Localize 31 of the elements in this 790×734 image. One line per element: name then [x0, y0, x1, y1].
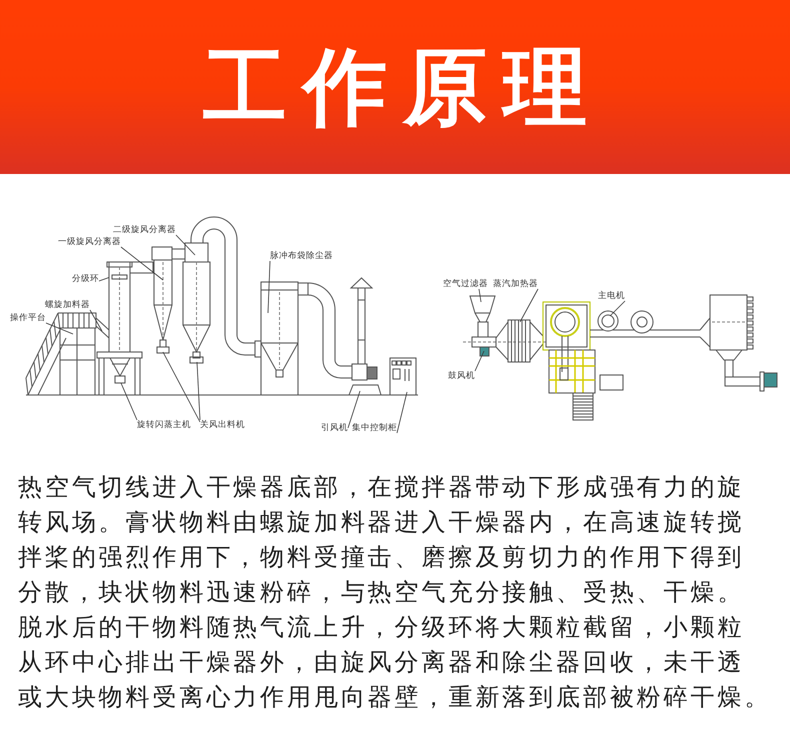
description-paragraph: 热空气切线进入干燥器底部，在搅拌器带动下形成强有力的旋转风场。膏状物料由螺旋加料器进入干燥器内，在高速旋转搅拌桨的强烈作用下，物料受撞击、磨擦及剪切力的作用下得到分散，块状物料迅速粉碎，与热空气充分接触、受热、干燥。脱水后的干物料随热气流上升，分级环将大颗粒截留，小颗粒从环中心排出干燥器外，由旋风分离器和除尘器回收，未干透或大块物料受离心力作用甩向器壁，重新落到底部被粉碎干燥。 [18, 472, 766, 713]
part-label: 主电机 [598, 291, 625, 301]
leader-line [162, 352, 200, 422]
part-label: 空气过滤器 [443, 279, 488, 289]
part-label: 蒸汽加热器 [493, 279, 538, 289]
leader-line [474, 350, 484, 372]
leader-line [98, 277, 110, 282]
leader-line [90, 310, 102, 332]
part-label: 二级旋风分离器 [113, 225, 176, 235]
leader-line [396, 392, 408, 434]
leader-line [120, 382, 138, 420]
leader-line [520, 288, 538, 322]
leader-line [478, 288, 482, 302]
part-label: 集中控制柜 [352, 423, 397, 433]
part-label: 旋转闪蒸主机 [137, 420, 191, 430]
leader-line [176, 234, 196, 256]
part-label: 脉冲布袋除尘器 [270, 251, 333, 261]
title: 工作原理 [202, 40, 603, 134]
leader-line [120, 246, 164, 280]
part-label: 分级环 [72, 274, 99, 284]
leader-line [348, 390, 360, 428]
leader-line [196, 362, 200, 420]
leader-line [610, 300, 626, 316]
part-label: 引风机 [321, 423, 348, 433]
part-label: 鼓风机 [448, 371, 475, 381]
leader-line [268, 260, 270, 314]
part-label: 关风出料机 [200, 420, 245, 430]
part-label: 操作平台 [10, 313, 46, 323]
part-label: 螺旋加料器 [45, 300, 90, 310]
leader-line [46, 322, 74, 334]
part-label: 一级旋风分离器 [58, 237, 121, 247]
